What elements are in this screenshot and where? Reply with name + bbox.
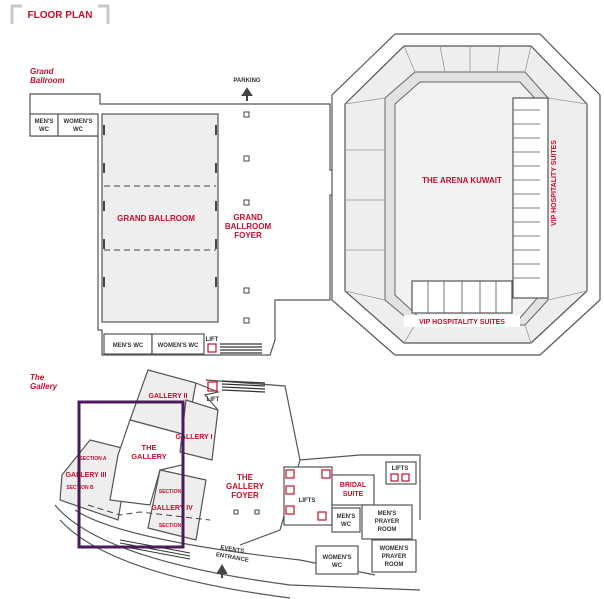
events-entrance-label-1: EVENTS	[220, 545, 245, 555]
womens-prayer-label-2: PRAYER	[382, 554, 407, 560]
lift-icon	[207, 343, 217, 353]
lift-gallery-icon	[207, 381, 218, 392]
ballroom-foyer-label-3: FOYER	[234, 231, 262, 240]
grand-ballroom-room	[101, 113, 219, 323]
womens-wc-bottom-label: WOMEN'S WC	[158, 343, 199, 349]
vip-right-label: VIP HOSPITALITY SUITES	[551, 140, 558, 226]
mens-wc-g-label-1: MEN'S	[337, 514, 356, 520]
womens-wc-g-label-1: WOMEN'S	[322, 555, 351, 561]
header: FLOOR PLAN	[10, 4, 110, 24]
gallery-foyer-label-1: THE	[237, 473, 254, 482]
the-gallery-label-2: GALLERY	[131, 452, 167, 461]
the-gallery-label-1: THE	[142, 443, 157, 452]
mens-wc-gallery	[331, 507, 361, 533]
vip-suites-right	[512, 97, 549, 299]
mens-prayer-label-1: MEN'S	[378, 511, 397, 517]
mens-wc-bottom-label: MEN'S WC	[113, 343, 144, 349]
bridal-suite-room	[331, 474, 375, 506]
section-title-grand-ballroom-2: Ballroom	[30, 76, 65, 85]
parking-arrow-icon	[241, 87, 253, 101]
lifts-left-label: LIFTS	[299, 498, 316, 504]
stairs-gallery	[221, 380, 266, 393]
womens-wc-top-label-2: WC	[73, 127, 84, 133]
gallery-i-label: GALLERY I	[176, 434, 213, 441]
womens-wc-g-label-2: WC	[332, 563, 343, 569]
gallery-iv-label: GALLERY IV	[151, 505, 193, 512]
gallery-i-room	[179, 399, 219, 461]
mens-wc-top-label-2: WC	[39, 127, 50, 133]
lift-gallery-label: LIFT	[207, 397, 220, 403]
section-a-label: SECTION A	[79, 456, 106, 462]
parking-label: PARKING	[233, 78, 261, 84]
bridal-label-2: SUITE	[343, 491, 364, 498]
section-bottom-label: SECTION	[159, 523, 182, 529]
events-entrance-label-2: ENTRANCE	[215, 552, 249, 564]
ballroom-foyer-label-1: GRAND	[233, 213, 263, 222]
mens-prayer-label-2: PRAYER	[375, 519, 400, 525]
womens-prayer-room	[371, 539, 417, 573]
page-title: FLOOR PLAN	[28, 10, 93, 21]
section-title-gallery-1: The	[30, 373, 45, 382]
womens-wc-top-label-1: WOMEN'S	[63, 119, 92, 125]
section-title-grand-ballroom-1: Grand	[30, 67, 55, 76]
ballroom-foyer-label-2: BALLROOM	[225, 222, 272, 231]
grand-ballroom-area: MEN'S WC WOMEN'S WC GRAND BALLROOM GRAND…	[29, 78, 349, 356]
gallery-iii-label: GALLERY III	[66, 472, 107, 479]
womens-prayer-label-1: WOMEN'S	[379, 546, 408, 552]
womens-wc-gallery	[315, 545, 359, 575]
gallery-foyer-label-2: GALLERY	[226, 482, 265, 491]
highlight-box	[77, 400, 185, 549]
section-title-gallery-2: Gallery	[30, 382, 58, 391]
gallery-iv-room	[147, 469, 207, 541]
section-top-label: SECTION	[159, 489, 182, 495]
lifts-left-block	[283, 466, 333, 526]
womens-wc-top	[57, 113, 99, 137]
mens-wc-top-label-1: MEN'S	[35, 119, 54, 125]
gallery-foyer-label-3: FOYER	[231, 491, 259, 500]
bridal-label-1: BRIDAL	[340, 482, 367, 489]
mens-wc-g-label-2: WC	[341, 522, 352, 528]
arena-label: THE ARENA KUWAIT	[422, 176, 502, 185]
arena-area: THE ARENA KUWAIT VIP HOSPITALITY SUITES …	[331, 33, 601, 356]
lift-label: LIFT	[206, 337, 219, 343]
lifts-right-label: LIFTS	[392, 466, 409, 472]
stairs-top	[220, 343, 262, 354]
womens-prayer-label-3: ROOM	[385, 562, 404, 568]
womens-wc-bottom	[151, 333, 205, 355]
mens-prayer-room	[361, 504, 413, 540]
vip-bottom-label: VIP HOSPITALITY SUITES	[419, 319, 505, 326]
grand-ballroom-label: GRAND BALLROOM	[117, 214, 195, 223]
mens-prayer-label-3: ROOM	[378, 527, 397, 533]
entrance-arrow-icon	[216, 563, 228, 578]
gallery-ii-label: GALLERY II	[149, 393, 188, 400]
gallery-area: LIFT GALLERY II GALLERY I THE GALLERY SE…	[54, 369, 421, 599]
